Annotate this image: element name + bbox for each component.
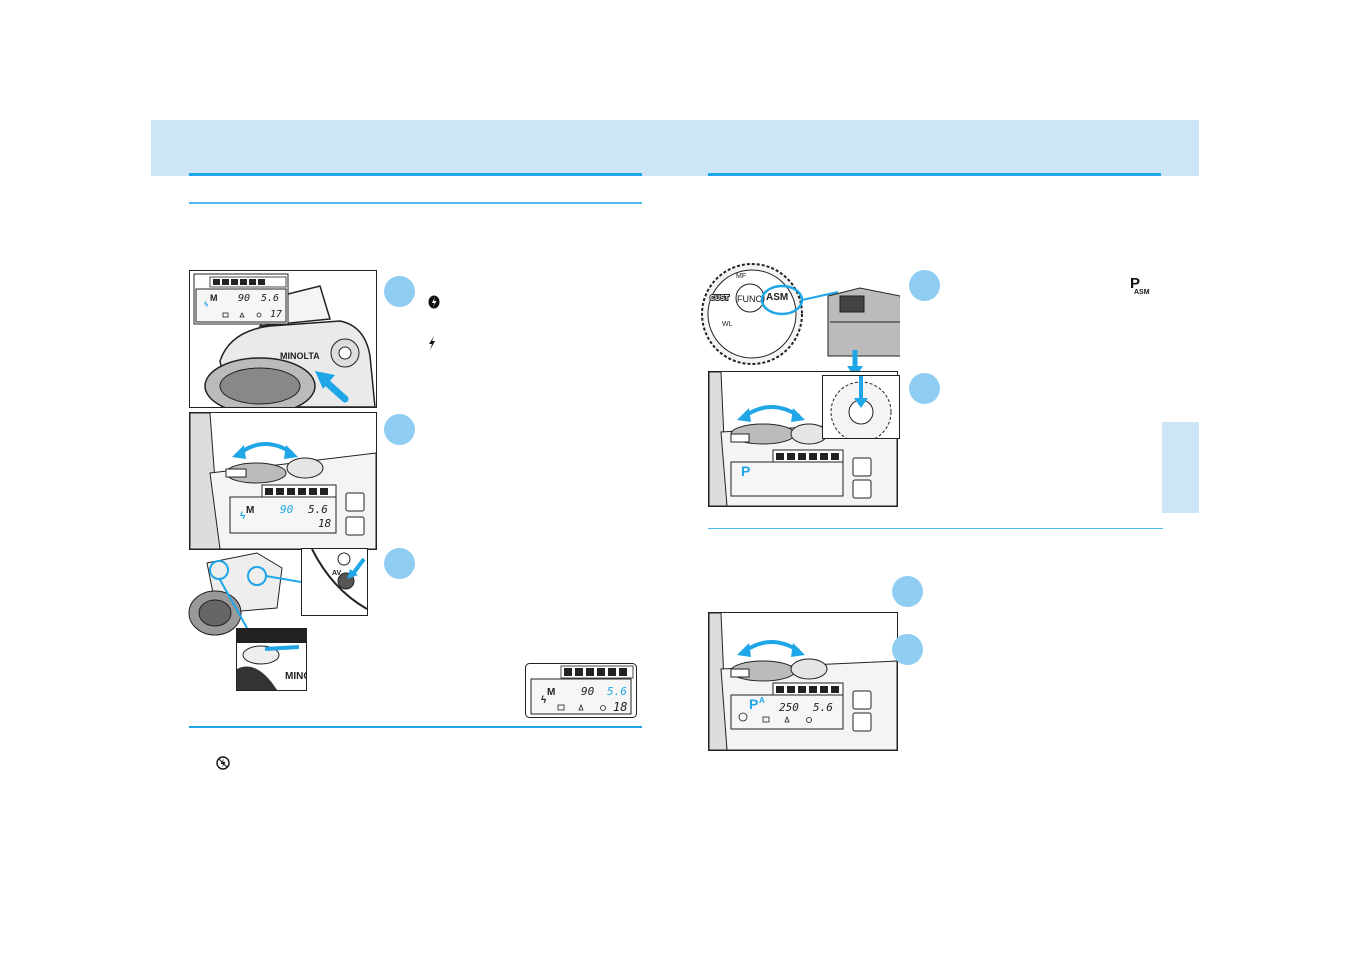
svg-text:ϟ: ϟ [204, 300, 209, 309]
step-circle-3 [384, 548, 415, 579]
right-section-rule [708, 528, 1163, 529]
left-section-rule [189, 202, 642, 204]
header-band [151, 120, 1199, 176]
figure-dial-closeup [822, 375, 900, 439]
right-step-circle-3 [892, 576, 923, 607]
figure-program-dial: P [708, 371, 898, 507]
dial-wl: WL [722, 321, 733, 328]
program-mode-symbol: P [1130, 275, 1141, 292]
figure-program-shift: P A 250 5.6 [708, 612, 898, 751]
lcd1-frame: 17 [270, 309, 282, 320]
lcd1-mode: M [210, 293, 218, 303]
flash-cancel-icon [216, 756, 230, 772]
figure-av-closeup: AV [301, 548, 368, 616]
svg-text:ϟ: ϟ [541, 695, 547, 706]
left-top-rule [189, 173, 642, 176]
flash-off-icon [428, 295, 440, 311]
lcd2-mode: M [246, 505, 254, 516]
lcd2-aperture: 5.6 [308, 503, 328, 516]
lcd2-frame: 18 [318, 517, 332, 530]
figure-lcd-result: ϟ M 90 5.6 18 [525, 663, 637, 718]
figure-dial-top: ϟ M 90 5.6 18 [189, 412, 377, 550]
step-circle-2 [384, 414, 415, 445]
svg-text:ϟ: ϟ [240, 511, 246, 522]
right-lcd3-mode: P [749, 696, 758, 712]
right-lcd3-aperture: 5.6 [813, 701, 833, 714]
av-label: AV [332, 570, 342, 577]
svg-text:MINOLTA: MINOLTA [280, 351, 320, 361]
right-step-circle-4 [892, 634, 923, 665]
figure-mode-dial: FUNC ASM CUST MF WL [700, 262, 911, 366]
lcd4-mode: M [547, 687, 555, 698]
lcd1-shutter: 90 [238, 293, 250, 304]
right-step-circle-1 [909, 270, 940, 301]
lcd4-shutter: 90 [581, 685, 595, 698]
dial-mf: MF [736, 273, 746, 280]
flash-icon [428, 336, 436, 352]
right-lcd3-shutter: 250 [779, 701, 799, 714]
figure-flash-popup: MINOLTA ϟ M 90 5.6 17 [189, 270, 377, 408]
dial-cust: CUST [710, 295, 730, 302]
right-lcd3-mode-suffix: A [759, 696, 765, 705]
lcd4-aperture: 5.6 [607, 685, 627, 698]
side-index-tab [1162, 422, 1199, 513]
figure-grip-closeup: MING [236, 628, 307, 691]
figure-av-button [187, 548, 307, 690]
left-bottom-rule [189, 726, 642, 728]
dial-func: FUNC [737, 294, 762, 304]
right-lcd2-mode: P [741, 463, 750, 479]
grip-text: MING [285, 671, 306, 682]
right-step-circle-2 [909, 373, 940, 404]
lcd2-shutter: 90 [280, 503, 294, 516]
program-mode-symbol-sub: ASM [1134, 289, 1150, 296]
dial-asm: ASM [766, 292, 788, 303]
lcd4-frame: 18 [613, 700, 627, 714]
lcd1-aperture: 5.6 [261, 293, 279, 304]
right-top-rule [708, 173, 1161, 176]
step-circle-1 [384, 276, 415, 307]
